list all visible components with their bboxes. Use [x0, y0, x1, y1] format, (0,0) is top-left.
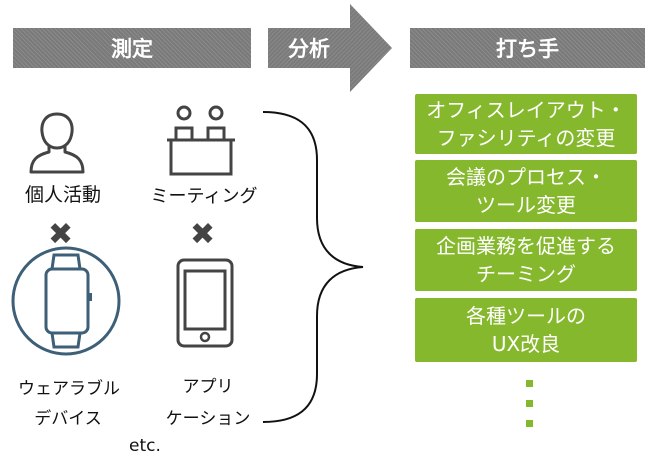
source-label-meeting: ミーティング: [150, 186, 258, 207]
measure-item-line1: 企画業務を促進する: [436, 234, 616, 258]
actions-banner-label: 打ち手: [496, 37, 559, 61]
measure-item-line1: オフィスレイアウト・: [426, 98, 626, 122]
measure-banner-label: 測定: [111, 37, 153, 61]
device-label-app-line1: アプリ: [182, 377, 234, 397]
device-label-wearable-line2: デバイス: [34, 409, 102, 429]
ellipsis-dot: [526, 380, 533, 387]
analyze-arrow: [268, 4, 392, 92]
ellipsis-dot: [526, 420, 533, 427]
measure-item-line2: ファシリティの変更: [436, 126, 616, 150]
measure-item: 各種ツールの UX改良: [415, 298, 637, 362]
smartwatch-icon: [11, 246, 121, 356]
device-label-app-line2: ケーション: [165, 409, 251, 429]
device-label-wearable-line1: ウェアラブル: [18, 379, 120, 399]
measure-item-line2: ツール変更: [476, 193, 576, 217]
measure-banner: 測定: [13, 28, 251, 68]
cross-icon: ✖: [48, 217, 74, 252]
person-icon: [29, 112, 85, 174]
smartphone-icon: [176, 258, 234, 348]
measure-item-line1: 会議のプロセス・: [446, 165, 606, 189]
source-label-personal: 個人活動: [24, 184, 101, 206]
ellipsis-dot: [526, 400, 533, 407]
measure-item: 会議のプロセス・ ツール変更: [415, 160, 637, 222]
meeting-icon: [167, 105, 235, 176]
curly-brace: [262, 111, 364, 423]
measure-item: オフィスレイアウト・ ファシリティの変更: [415, 94, 637, 154]
etc-label: etc.: [129, 436, 161, 456]
measure-item-line2: UX改良: [491, 332, 561, 356]
actions-banner: 打ち手: [410, 28, 645, 68]
measure-item-line2: チーミング: [476, 262, 576, 286]
analyze-label: 分析: [288, 37, 330, 61]
measure-item: 企画業務を促進する チーミング: [415, 229, 637, 291]
measure-item-line1: 各種ツールの: [466, 304, 586, 328]
cross-icon: ✖: [190, 217, 216, 252]
